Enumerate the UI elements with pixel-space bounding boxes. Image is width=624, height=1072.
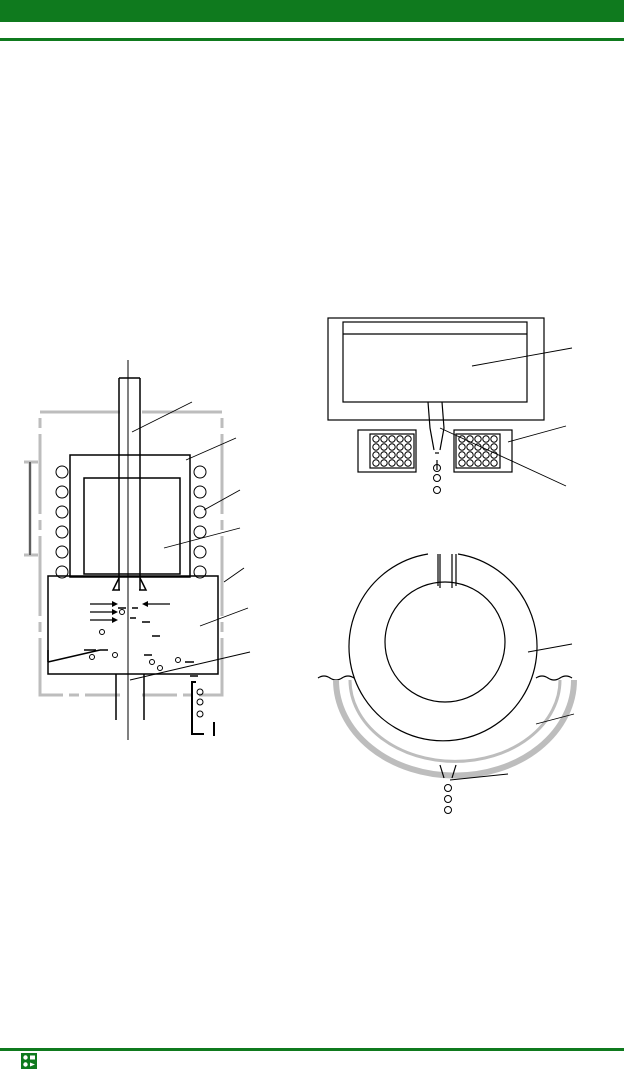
header-bar bbox=[0, 0, 624, 22]
nozzle bbox=[47, 649, 145, 720]
coil-dot bbox=[490, 459, 498, 467]
falling-droplets bbox=[433, 464, 441, 494]
induction-coil-left bbox=[55, 465, 69, 579]
coil-dot bbox=[458, 459, 466, 467]
particle-dashes bbox=[84, 607, 198, 677]
coil-dot bbox=[372, 451, 380, 459]
droplets bbox=[89, 609, 204, 718]
coil-dot bbox=[474, 435, 482, 443]
outer-chamber bbox=[38, 410, 224, 697]
leader-lines-top bbox=[439, 347, 573, 487]
coil-dot bbox=[466, 451, 474, 459]
outlet-droplets bbox=[444, 784, 452, 814]
coil-dot bbox=[490, 451, 498, 459]
coil-dot bbox=[482, 451, 490, 459]
collector bbox=[191, 681, 215, 736]
furnace-box bbox=[327, 317, 545, 421]
coil-block-right bbox=[453, 429, 513, 473]
coil-dot bbox=[396, 451, 404, 459]
rotating-disk-atomizer-diagram bbox=[317, 317, 577, 814]
coil-dot bbox=[482, 459, 490, 467]
collecting-trough bbox=[333, 679, 577, 779]
coil-dot bbox=[458, 435, 466, 443]
stopper-rod bbox=[111, 360, 148, 740]
furnace-nozzle bbox=[427, 401, 445, 470]
coil-dot bbox=[474, 459, 482, 467]
coil-dot bbox=[372, 443, 380, 451]
header-rule bbox=[0, 38, 624, 41]
leader-lines bbox=[129, 401, 251, 681]
coil-dot bbox=[396, 443, 404, 451]
coil-dot bbox=[490, 435, 498, 443]
liquid-surface bbox=[317, 675, 573, 681]
coil-dot bbox=[380, 443, 388, 451]
coil-dot bbox=[482, 443, 490, 451]
coil-dot bbox=[404, 451, 412, 459]
coil-dot bbox=[474, 451, 482, 459]
coil-dot bbox=[466, 443, 474, 451]
coil-dot bbox=[380, 451, 388, 459]
coil-dot bbox=[388, 451, 396, 459]
coil-dot bbox=[388, 459, 396, 467]
coil-dot bbox=[490, 443, 498, 451]
coil-dot bbox=[380, 459, 388, 467]
coil-dot bbox=[458, 451, 466, 459]
green-publisher-logo-icon bbox=[21, 1053, 37, 1069]
coil-dots-right bbox=[458, 435, 498, 467]
coil-dot bbox=[372, 435, 380, 443]
leader-lines-bottom bbox=[449, 643, 575, 781]
induction-coil-right bbox=[193, 465, 207, 579]
coil-dots-left bbox=[372, 435, 412, 467]
coil-dot bbox=[388, 443, 396, 451]
coil-dot bbox=[388, 435, 396, 443]
rotating-drum bbox=[348, 553, 538, 742]
coil-dot bbox=[466, 459, 474, 467]
coil-dot bbox=[372, 459, 380, 467]
coil-dot bbox=[396, 459, 404, 467]
coil-dot bbox=[482, 435, 490, 443]
gas-arrows bbox=[90, 603, 170, 621]
coil-dot bbox=[396, 435, 404, 443]
coil-dot bbox=[404, 435, 412, 443]
coil-dot bbox=[380, 435, 388, 443]
coil-dot bbox=[458, 443, 466, 451]
coil-dot bbox=[404, 459, 412, 467]
induction-crucible-diagram bbox=[24, 360, 251, 740]
footer-rule bbox=[0, 1048, 624, 1051]
outlet bbox=[439, 764, 457, 779]
drum-slot bbox=[437, 554, 457, 586]
coil-block-left bbox=[357, 429, 417, 473]
coil-dot bbox=[404, 443, 412, 451]
side-valve bbox=[24, 460, 38, 557]
crucible bbox=[47, 454, 219, 675]
